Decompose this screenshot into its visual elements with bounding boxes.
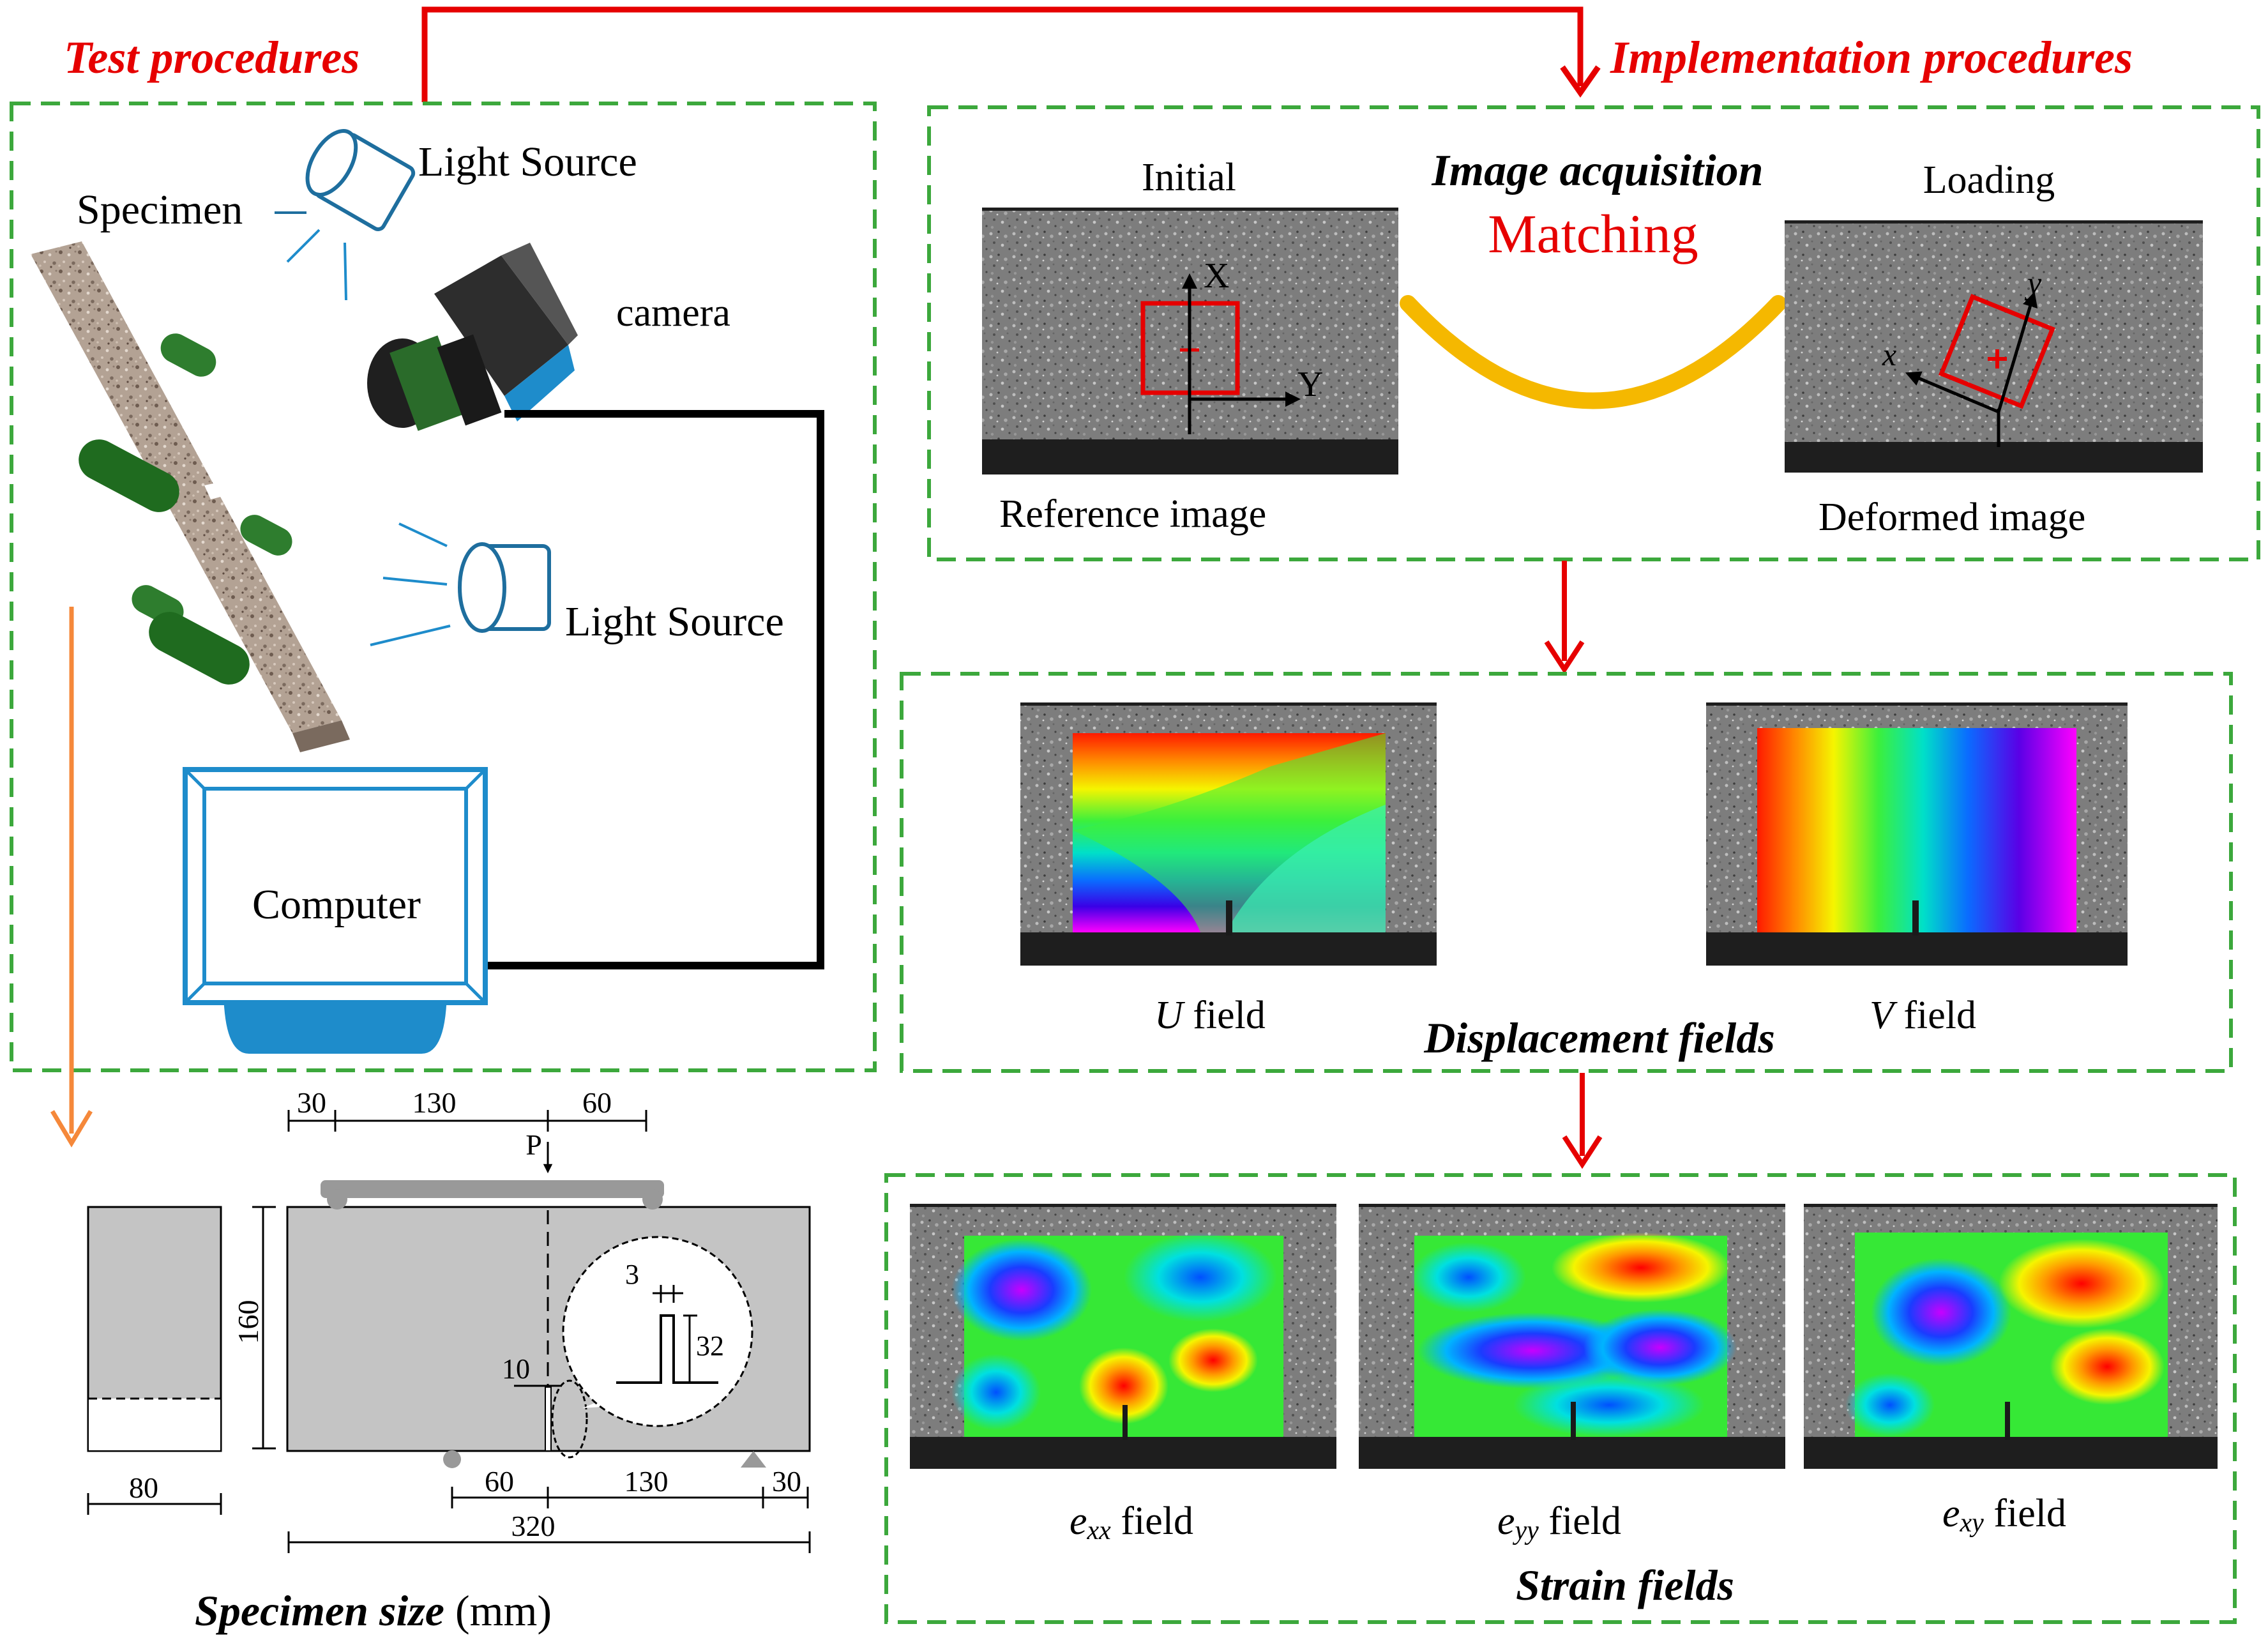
arrow-to-displacement-head (1544, 640, 1585, 674)
exy-field-image (1804, 1204, 2218, 1469)
dim-top-130: 130 (412, 1086, 457, 1119)
image-acquisition-label: Image acquisition (1431, 146, 1763, 195)
arrow-to-strain-head (1562, 1135, 1603, 1169)
support-left (443, 1450, 461, 1468)
matching-label: Matching (1488, 203, 1698, 264)
camera-icon (367, 243, 578, 431)
def-axis-y-label: y (2024, 265, 2042, 301)
specimen-pin (149, 612, 250, 685)
exy-sub: xy (1960, 1508, 1984, 1538)
exx-sub: xx (1087, 1516, 1112, 1545)
exy-field-label: exy field (1942, 1492, 2066, 1538)
camera-computer-cable (476, 410, 824, 969)
dim-notch-3: 3 (625, 1259, 639, 1290)
test-procedures-heading: Test procedures (64, 32, 359, 83)
dim-top-30: 30 (297, 1086, 326, 1119)
reference-image-label: Reference image (999, 492, 1266, 536)
dim-load-p: P (525, 1128, 542, 1161)
exx-text: field (1111, 1499, 1193, 1543)
light-ray (382, 577, 448, 586)
specimen-pin (240, 515, 292, 556)
exx-field-label: exx field (1070, 1499, 1193, 1545)
light-ray (286, 229, 321, 263)
dim-width-80: 80 (129, 1471, 158, 1504)
test-procedures-frame (10, 102, 877, 1072)
u-symbol: U (1154, 994, 1186, 1037)
v-field-text: field (1894, 994, 1976, 1037)
computer-monitor-icon (183, 767, 488, 1054)
ref-axis-Y-label: Y (1297, 365, 1323, 404)
specimen-size-title: Specimen size (195, 1586, 444, 1635)
v-field-image (1706, 702, 2128, 966)
image-acquisition-frame (927, 105, 2260, 561)
reference-image (982, 208, 1398, 474)
dim-bottom-130: 130 (624, 1465, 669, 1498)
light-source-bottom-icon (458, 542, 551, 633)
light-ray (370, 625, 451, 646)
light-ray (398, 522, 448, 547)
eyy-field-label: eyy field (1497, 1499, 1621, 1545)
light-source-bottom-label: Light Source (565, 598, 784, 645)
exx-field-image (910, 1204, 1336, 1469)
computer-label: Computer (252, 881, 421, 928)
light-ray (344, 242, 347, 301)
dim-height-160: 160 (232, 1300, 264, 1344)
v-field-label: V field (1870, 994, 1976, 1037)
eyy-field-image (1359, 1204, 1785, 1469)
strain-fields-title: Strain fields (1516, 1561, 1734, 1609)
def-axis-x-label: x (1882, 337, 1896, 372)
support-right (741, 1451, 766, 1468)
procedures-connector-arrowhead (1560, 65, 1601, 98)
to-specimen-size-arrowhead (50, 1110, 93, 1148)
dim-length-320: 320 (511, 1510, 556, 1542)
specimen-pin (79, 439, 179, 512)
u-field-text: field (1183, 994, 1266, 1037)
procedures-connector-line (421, 6, 1584, 102)
implementation-procedures-heading: Implementation procedures (1610, 32, 2133, 83)
loading-beam (321, 1180, 664, 1198)
initial-label: Initial (1142, 156, 1236, 199)
eyy-sub: yy (1513, 1516, 1539, 1545)
dim-notch-32: 32 (696, 1330, 724, 1362)
specimen-size-caption: Specimen size (mm) (195, 1586, 552, 1635)
notch (545, 1386, 552, 1452)
specimen-size-unit: (mm) (444, 1586, 552, 1635)
deformed-image-label: Deformed image (1818, 496, 2085, 539)
deformed-subset-box (1938, 294, 2055, 409)
displacement-frame (900, 672, 2233, 1073)
def-y-axis (1997, 291, 2038, 413)
ref-axis-X-label: X (1204, 256, 1229, 296)
strain-frame (884, 1173, 2237, 1624)
eyy-text: field (1539, 1499, 1621, 1543)
dim-bottom-30: 30 (772, 1465, 801, 1498)
dim-notch-10: 10 (502, 1353, 530, 1385)
exx-e: e (1070, 1499, 1087, 1543)
light-source-top-label: Light Source (418, 139, 637, 185)
u-field-label: U field (1154, 994, 1266, 1037)
specimen-pin (160, 333, 216, 377)
camera-label: camera (616, 291, 730, 335)
exy-text: field (1984, 1492, 2066, 1535)
dim-top-60: 60 (582, 1086, 612, 1119)
specimen-label: Specimen (77, 186, 243, 233)
exy-e: e (1942, 1492, 1960, 1535)
light-source-top-icon (305, 129, 416, 231)
loading-label: Loading (1923, 158, 2055, 202)
u-field-image (1020, 702, 1437, 966)
specimen-size-drawing (87, 1110, 811, 1553)
v-symbol: V (1870, 994, 1898, 1037)
specimen-3d (31, 241, 350, 752)
eyy-e: e (1497, 1499, 1515, 1543)
deformed-image (1785, 220, 2203, 473)
matching-arc (1400, 295, 1787, 409)
notch-detail-bubble (562, 1236, 753, 1427)
def-x-axis (1905, 371, 1999, 414)
dim-bottom-60: 60 (485, 1465, 514, 1498)
displacement-fields-title: Displacement fields (1423, 1013, 1775, 1062)
